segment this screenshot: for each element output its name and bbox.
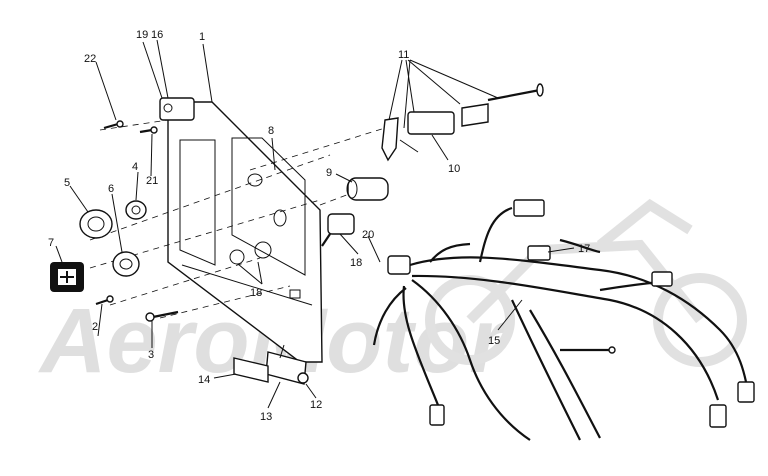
cap-7 xyxy=(50,262,84,292)
callout-20: 20 xyxy=(362,229,374,241)
callout-17: 17 xyxy=(578,243,590,255)
callout-3: 3 xyxy=(148,349,154,361)
callout-16: 16 xyxy=(151,29,163,41)
callout-9: 9 xyxy=(326,167,332,179)
nut-12 xyxy=(297,372,309,384)
bracket-14 xyxy=(233,357,269,383)
callout-15: 15 xyxy=(488,335,500,347)
connector-20 xyxy=(387,255,411,275)
callout-13: 13 xyxy=(260,411,272,423)
toggle-switch-18 xyxy=(321,213,355,247)
screw-21 xyxy=(139,126,158,134)
callout-12: 12 xyxy=(310,399,322,411)
callout-18-upper: 18 xyxy=(350,257,362,269)
callout-6: 6 xyxy=(108,183,114,195)
screw-22 xyxy=(103,120,124,130)
leader-lines xyxy=(55,39,575,409)
wiring-harness-15 xyxy=(372,199,755,441)
callout-labels: 1 2 3 4 5 6 7 8 9 10 11 12 13 14 15 16 1… xyxy=(48,29,590,423)
callout-19: 19 xyxy=(136,29,148,41)
hinge-bracket xyxy=(159,97,195,121)
bolt-3 xyxy=(145,310,179,322)
watermark: AeroMotor xyxy=(38,198,747,392)
callout-22: 22 xyxy=(84,53,96,65)
nut-6 xyxy=(112,251,140,277)
callout-21: 21 xyxy=(146,175,158,187)
latch-assembly-10-11 xyxy=(381,83,544,162)
assembly-guides xyxy=(89,119,386,319)
callout-1: 1 xyxy=(199,31,205,43)
callout-18-lower: 18 xyxy=(250,287,262,299)
callout-8: 8 xyxy=(268,125,274,137)
nut-5 xyxy=(79,209,113,239)
switch-9 xyxy=(346,177,389,201)
callout-14: 14 xyxy=(198,374,210,386)
callout-4: 4 xyxy=(132,161,138,173)
screw-2 xyxy=(95,295,114,306)
callout-11: 11 xyxy=(398,49,409,61)
callout-5: 5 xyxy=(64,177,70,189)
callout-7: 7 xyxy=(48,237,54,249)
callout-10: 10 xyxy=(448,163,460,175)
washer-4 xyxy=(125,200,147,220)
callout-2: 2 xyxy=(92,321,98,333)
